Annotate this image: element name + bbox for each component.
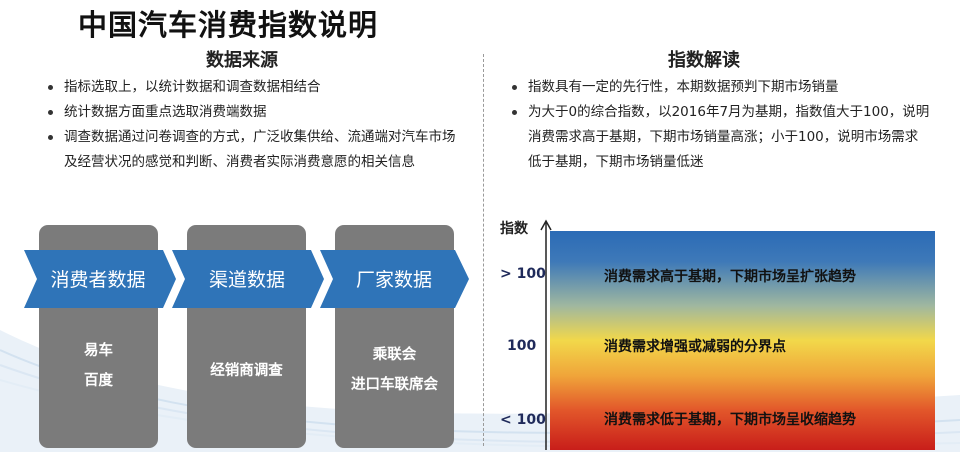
source-item: 经销商调查	[210, 363, 283, 379]
data-source-list: 指标选取上，以统计数据和调查数据相结合 统计数据方面重点选取消费端数据 调查数据…	[46, 75, 466, 175]
tick-above-100: > 100	[500, 266, 546, 282]
level-mid-text: 消费需求增强或减弱的分界点	[604, 339, 786, 355]
data-source-heading: 数据来源	[206, 50, 278, 71]
index-axis-label: 指数	[500, 221, 528, 237]
source-item: 百度	[84, 373, 113, 389]
section-divider	[483, 54, 484, 446]
manufacturer-arrow	[320, 250, 469, 308]
index-gradient-scale	[550, 231, 935, 450]
list-item: 为大于0的综合指数，以2016年7月为基期，指数值大于100，说明消费需求高于基…	[510, 100, 930, 175]
source-arrows	[24, 250, 469, 308]
source-item: 易车	[84, 343, 113, 359]
list-item: 指标选取上，以统计数据和调查数据相结合	[46, 75, 466, 100]
source-item: 进口车联席会	[351, 377, 438, 393]
level-high-text: 消费需求高于基期，下期市场呈扩张趋势	[604, 269, 856, 285]
page-title: 中国汽车消费指数说明	[78, 8, 379, 42]
list-item: 指数具有一定的先行性，本期数据预判下期市场销量	[510, 75, 930, 100]
consumer-arrow	[24, 250, 176, 308]
channel-arrow	[172, 250, 324, 308]
list-item: 统计数据方面重点选取消费端数据	[46, 100, 466, 125]
tick-100: 100	[507, 338, 537, 354]
index-axis-arrow	[540, 219, 552, 450]
consumer-data-label: 消费者数据	[50, 269, 146, 291]
manufacturer-data-label: 厂家数据	[355, 269, 432, 291]
tick-below-100: < 100	[500, 412, 546, 428]
index-interpretation-list: 指数具有一定的先行性，本期数据预判下期市场销量 为大于0的综合指数，以2016年…	[510, 75, 930, 175]
list-item: 调查数据通过问卷调查的方式，广泛收集供给、流通端对汽车市场及经营状况的感觉和判断…	[46, 125, 466, 175]
source-item: 乘联会	[372, 347, 417, 363]
index-interpretation-heading: 指数解读	[668, 50, 740, 71]
level-low-text: 消费需求低于基期，下期市场呈收缩趋势	[604, 412, 856, 428]
channel-data-label: 渠道数据	[208, 269, 285, 291]
